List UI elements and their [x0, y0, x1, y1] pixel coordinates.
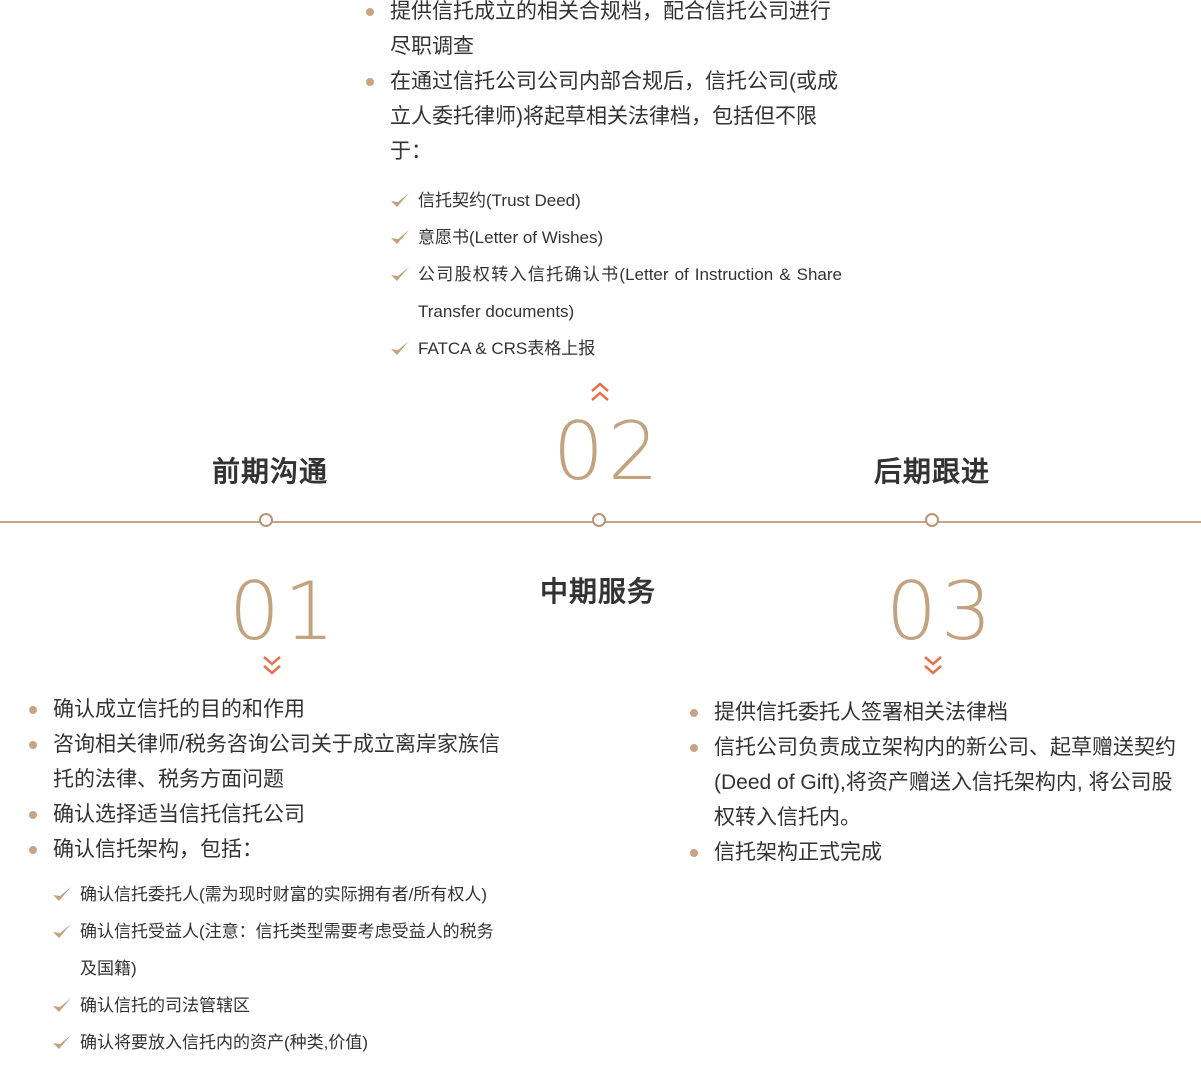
stage1-bullet-item: 确认选择适当信托信托公司: [29, 797, 513, 832]
stage1-check-label: 确认信托委托人(需为现时财富的实际拥有者/所有权人): [80, 885, 488, 904]
stage1-check-label: 确认信托受益人(注意：信托类型需要考虑受益人的税务及国籍): [80, 922, 494, 978]
stage3-bullet-list: 提供信托委托人签署相关法律档 信托公司负责成立架构内的新公司、起草赠送契约(De…: [690, 695, 1186, 870]
stage2-check-item: 公司股权转入信托确认书(Letter of Instruction & Shar…: [390, 256, 842, 330]
timeline-node-3[interactable]: [925, 513, 939, 527]
timeline-node-2[interactable]: [592, 513, 606, 527]
stage2-check-item: FATCA & CRS表格上报: [390, 330, 842, 367]
stage2-bullet-list: 提供信托成立的相关合规档，配合信托公司进行尽职调查 在通过信托公司公司内部合规后…: [366, 0, 850, 169]
stage2-check-list: 信托契约(Trust Deed) 意愿书(Letter of Wishes) 公…: [390, 182, 842, 367]
check-icon: [53, 998, 71, 1012]
stage1-check-item: 确认信托委托人(需为现时财富的实际拥有者/所有权人): [52, 876, 500, 913]
stage1-bullet-item: 咨询相关律师/税务咨询公司关于成立离岸家族信托的法律、税务方面问题: [29, 727, 513, 797]
stage2-check-label: 信托契约(Trust Deed): [418, 191, 581, 210]
chevron-down-icon: [263, 656, 281, 675]
stage2-check-label: FATCA & CRS表格上报: [418, 339, 596, 358]
timeline-node-1[interactable]: [259, 513, 273, 527]
stage1-check-item: 确认信托的司法管辖区: [52, 987, 500, 1024]
stage2-check-item: 意愿书(Letter of Wishes): [390, 219, 842, 256]
stage3-number: 03: [886, 565, 996, 658]
stage3-bullet-item: 信托公司负责成立架构内的新公司、起草赠送契约(Deed of Gift),将资产…: [690, 730, 1186, 835]
chevron-up-icon: [591, 382, 609, 401]
stage1-check-item: 确认将要放入信托内的资产(种类,价值): [52, 1024, 500, 1061]
stage3-bullet-item: 提供信托委托人签署相关法律档: [690, 695, 1186, 730]
stage1-check-item: 确认信托受益人(注意：信托类型需要考虑受益人的税务及国籍): [52, 913, 500, 987]
check-icon: [53, 887, 71, 901]
stage1-bullet-item: 确认信托架构，包括：: [29, 832, 513, 867]
stage2-check-item: 信托契约(Trust Deed): [390, 182, 842, 219]
stage2-check-label: 意愿书(Letter of Wishes): [418, 228, 604, 247]
stage1-number: 01: [229, 565, 339, 658]
stage2-bullet-item: 在通过信托公司公司内部合规后，信托公司(或成立人委托律师)将起草相关法律档，包括…: [366, 64, 850, 169]
check-icon: [391, 230, 409, 244]
check-icon: [53, 924, 71, 938]
stage3-bullet-item: 信托架构正式完成: [690, 835, 1186, 870]
stage2-title: 中期服务: [540, 576, 657, 607]
check-icon: [391, 341, 409, 355]
check-icon: [53, 1035, 71, 1049]
stage1-bullet-list: 确认成立信托的目的和作用 咨询相关律师/税务咨询公司关于成立离岸家族信托的法律、…: [29, 692, 513, 867]
stage1-title: 前期沟通: [212, 456, 329, 487]
stage1-check-list: 确认信托委托人(需为现时财富的实际拥有者/所有权人) 确认信托受益人(注意：信托…: [52, 876, 500, 1061]
stage2-check-label: 公司股权转入信托确认书(Letter of Instruction & Shar…: [418, 265, 842, 321]
stage2-number: 02: [553, 405, 663, 498]
stage1-check-label: 确认将要放入信托内的资产(种类,价值): [80, 1033, 369, 1052]
check-icon: [391, 193, 409, 207]
chevron-down-icon: [924, 656, 942, 675]
stage3-title: 后期跟进: [874, 456, 991, 487]
stage2-bullet-item: 提供信托成立的相关合规档，配合信托公司进行尽职调查: [366, 0, 850, 64]
stage1-bullet-item: 确认成立信托的目的和作用: [29, 692, 513, 727]
stage1-check-label: 确认信托的司法管辖区: [80, 996, 250, 1015]
check-icon: [391, 267, 409, 281]
